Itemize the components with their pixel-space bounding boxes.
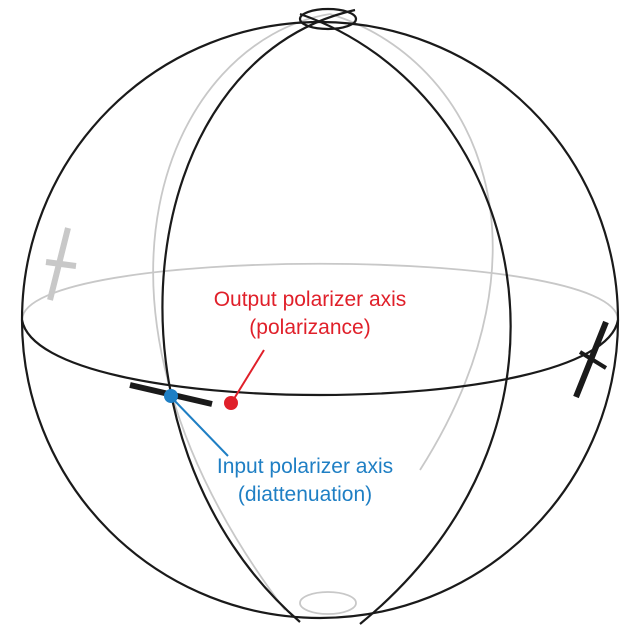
input-point (164, 389, 178, 403)
output-leader-line (231, 349, 265, 403)
input-label-line1: Input polarizer axis (217, 455, 393, 478)
meridian-back-2 (329, 13, 494, 471)
back-lines (21, 13, 619, 615)
top-pole-ellipse (298, 7, 358, 31)
output-label-line1: Output polarizer axis (214, 288, 407, 311)
back-polarizer-cross (45, 259, 77, 269)
output-polarizer: Output polarizer axis (polarizance) (214, 288, 407, 410)
equator-back-arc (21, 262, 619, 321)
right-polarizer-cross (578, 350, 608, 370)
input-leader-line (171, 397, 229, 457)
input-label-line2: (diattenuation) (238, 483, 372, 506)
output-label-line2: (polarizance) (249, 316, 370, 339)
meridian-front-right (299, 12, 512, 625)
meridian-back (152, 13, 331, 611)
equator-front-arc (20, 319, 620, 397)
output-point (224, 396, 238, 410)
bottom-pole-ellipse (299, 591, 357, 615)
input-polarizer: Input polarizer axis (diattenuation) (164, 389, 393, 506)
meridian-front-left (161, 8, 356, 623)
